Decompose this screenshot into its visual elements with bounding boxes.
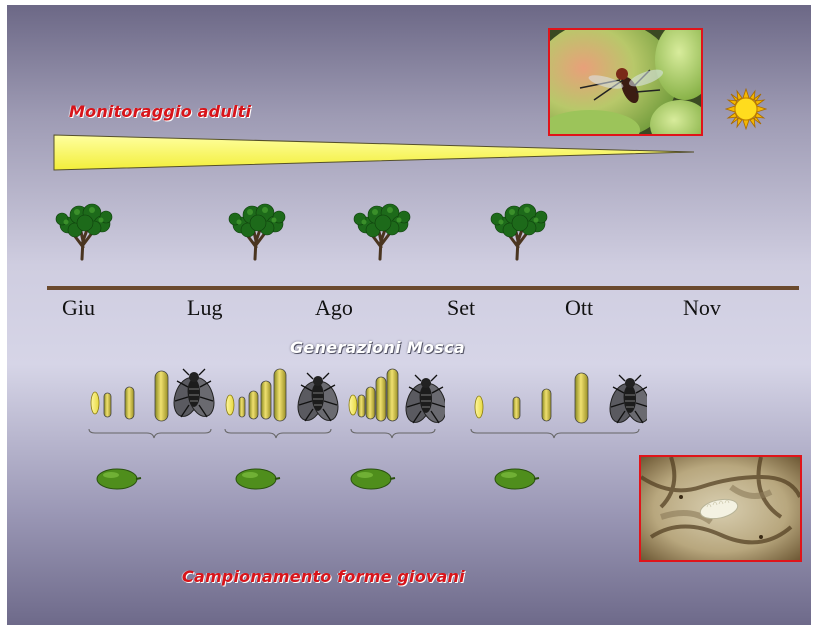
monitoring-label: Monitoraggio adulti [69,102,251,121]
generation-1-cycle [87,363,217,443]
olive-fruit-icon [235,468,283,492]
fly-icon [605,375,647,426]
month-label: Nov [683,295,721,321]
month-label: Lug [187,295,222,321]
timeline-line [47,286,799,290]
larva-icon [575,373,588,423]
fly-icon [169,369,217,420]
olive-tree-icon [487,197,551,263]
monitoring-wedge [52,133,702,173]
month-label: Set [447,295,475,321]
generation-4-cycle [467,363,647,443]
larva-icon [376,377,386,421]
egg-icon [226,395,234,415]
egg-icon [91,392,99,414]
larva-icon [155,371,168,421]
month-label: Giu [62,295,95,321]
larva-icon [513,397,520,419]
larva-icon [542,389,551,421]
olive-fly-larva-photo [639,455,802,562]
egg-icon [349,395,357,415]
olive-tree-icon [350,197,414,263]
fly-icon [401,375,445,426]
fly-icon [293,373,339,424]
larva-icon [125,387,134,419]
generation-3-cycle [345,363,445,443]
larva-icon [261,381,271,419]
olive-fruit-icon [96,468,144,492]
larva-in-pulp-illustration [641,457,800,560]
olive-fly-adult-photo [548,28,703,136]
larva-icon [274,369,286,421]
sun-icon [725,88,767,130]
olive-tree-icon [52,197,116,263]
larva-icon [387,369,398,421]
larva-icon [239,397,245,417]
olive-fly-adult-illustration [550,30,701,134]
olive-tree-icon [225,197,289,263]
generation-2-cycle [219,363,339,443]
larva-icon [104,393,111,417]
generations-label: Generazioni Mosca [290,338,465,357]
larva-icon [366,387,375,419]
month-label: Ott [565,295,593,321]
sampling-label: Campionamento forme giovani [182,567,465,586]
slide: Monitoraggio adulti [7,5,811,625]
month-label: Ago [315,295,353,321]
olive-fruit-icon [494,468,542,492]
larva-icon [358,395,365,417]
egg-icon [475,396,483,418]
larva-icon [249,391,258,419]
olive-fruit-icon [350,468,398,492]
